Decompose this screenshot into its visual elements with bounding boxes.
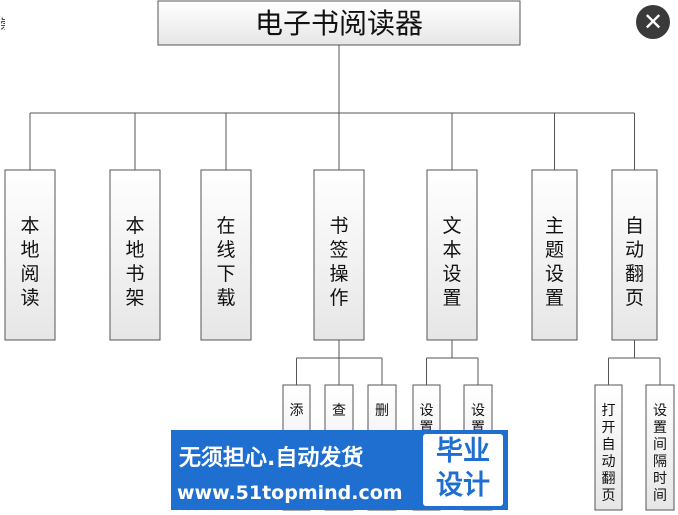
- left-edge-text-fragment: 崇: [0, 16, 5, 34]
- child-node-box-m7a: [594, 384, 623, 511]
- watermark-slogan: 无须担心.自动发货: [179, 446, 364, 471]
- child-node-label-m4c: 删: [375, 403, 389, 419]
- module-node-box-m4: [313, 169, 365, 341]
- module-node-label-m2: 本地书架: [125, 215, 144, 309]
- module-node-box-m1: [4, 169, 56, 341]
- child-node-label-m7b: 设置间隔时间: [653, 403, 667, 504]
- child-node-label-m4b: 查: [332, 403, 346, 419]
- watermark-badge-line-1: 毕业: [436, 436, 490, 467]
- module-node-box-m3: [200, 169, 252, 341]
- module-node-label-m7: 自动翻页: [625, 215, 644, 309]
- module-node-box-m2: [109, 169, 161, 341]
- module-node-label-m4: 书签操作: [329, 215, 348, 309]
- close-icon: ✕: [642, 8, 664, 36]
- module-node-label-m1: 本地阅读: [20, 215, 39, 309]
- module-node-box-m7: [611, 169, 658, 341]
- watermark-badge-line-2: 设计: [436, 470, 490, 501]
- module-node-label-m3: 在线下载: [216, 215, 235, 309]
- root-node-box: [157, 0, 521, 46]
- watermark-badge: 毕业 设计: [423, 434, 503, 506]
- close-button[interactable]: ✕: [636, 5, 670, 39]
- module-node-box-m5: [426, 169, 478, 341]
- module-node-label-m5: 文本设置: [442, 215, 461, 309]
- watermark-banner: 无须担心.自动发货 www.51topmind.com 毕业 设计: [171, 430, 508, 510]
- child-node-box-m7b: [645, 384, 675, 511]
- root-node-label: 电子书阅读器: [255, 7, 423, 40]
- child-node-label-m7a: 打开自动翻页: [602, 402, 616, 504]
- watermark-url: www.51topmind.com: [177, 482, 403, 504]
- child-node-label-m4a: 添: [290, 403, 304, 419]
- module-node-label-m6: 主题设置: [545, 215, 564, 309]
- module-node-box-m6: [531, 169, 578, 341]
